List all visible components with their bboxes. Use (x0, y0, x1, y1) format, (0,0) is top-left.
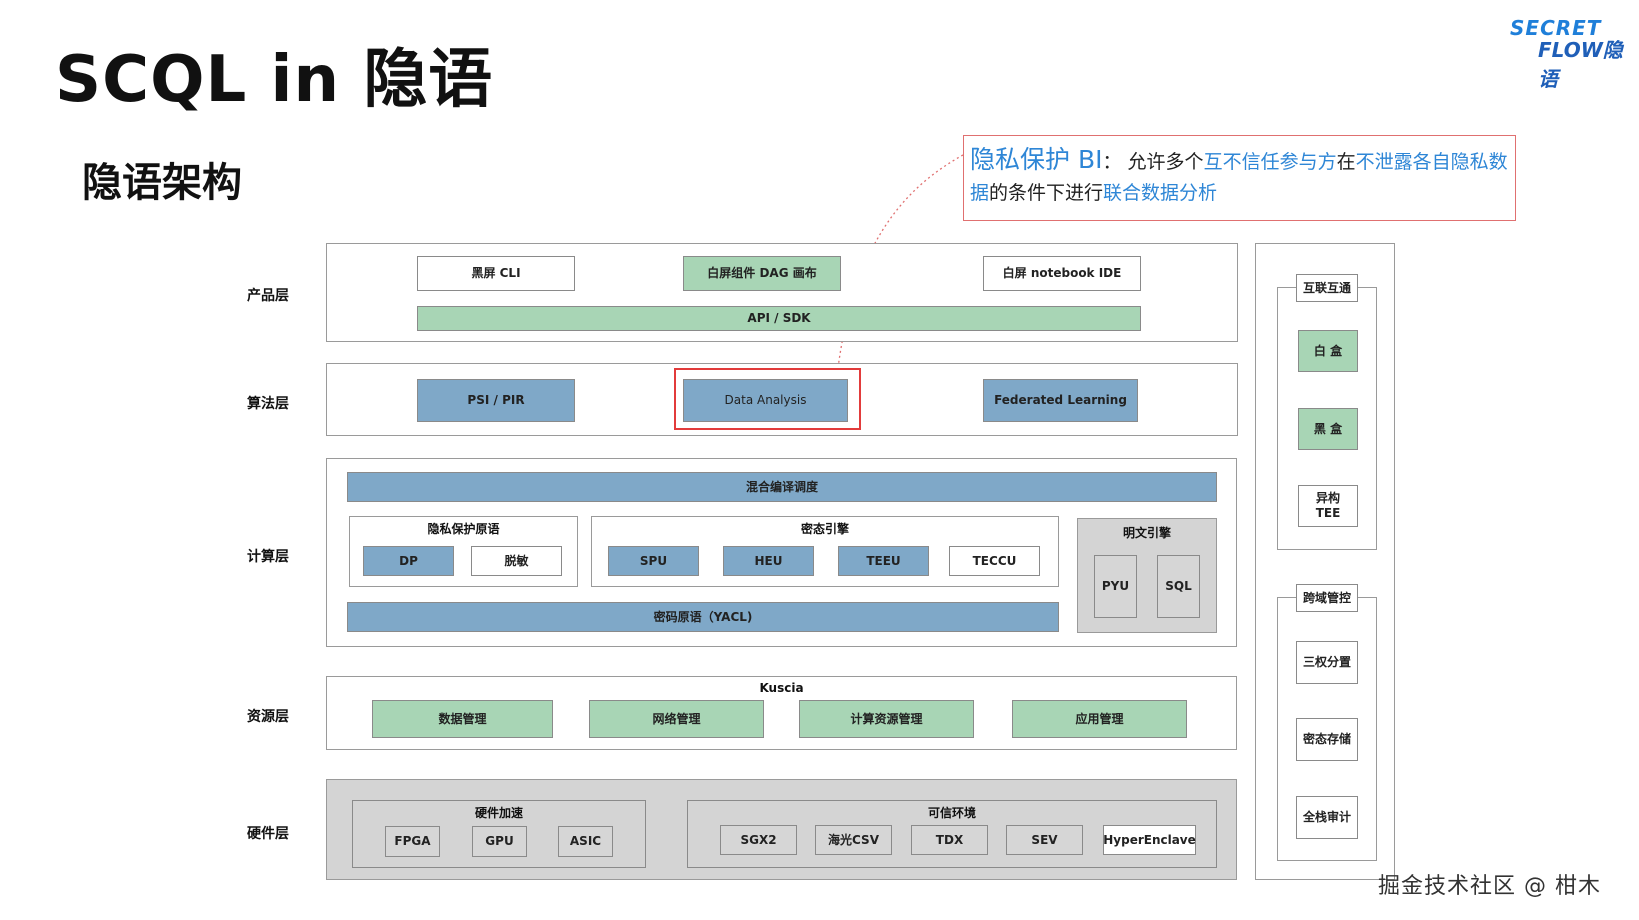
privacy-primitive-title: 隐私保护原语 (427, 522, 500, 536)
callout-highlight-1: 互不信任参与方 (1203, 151, 1337, 173)
page-subtitle: 隐语架构 (82, 160, 242, 206)
full-audit-item: 全栈审计 (1296, 796, 1358, 839)
network-management-box: 网络管理 (589, 700, 764, 738)
callout-text-3: 的条件下进行 (989, 182, 1104, 204)
hetero-tee-item: 异构 TEE (1298, 485, 1358, 527)
mixed-compile-bar: 混合编译调度 (347, 472, 1217, 502)
yacl-bar: 密码原语（YACL) (347, 602, 1059, 632)
dp-box: DP (363, 546, 454, 576)
sgx2-box: SGX2 (720, 825, 797, 855)
sql-box: SQL (1157, 555, 1200, 618)
watermark: 掘金技术社区 @ 柑木 (1378, 874, 1601, 899)
compute-resource-management-box: 计算资源管理 (799, 700, 974, 738)
cipher-engine-group (591, 516, 1059, 587)
layer-label-hardware: 硬件层 (247, 826, 289, 842)
hetero-tee-line1: 异构 (1315, 491, 1340, 505)
layer-label-algorithm: 算法层 (247, 396, 289, 412)
data-management-box: 数据管理 (372, 700, 553, 738)
spu-box: SPU (608, 546, 699, 576)
app-management-box: 应用管理 (1012, 700, 1187, 738)
hyperenclave-box: HyperEnclave (1103, 825, 1196, 855)
hardware-accel-group (352, 800, 646, 868)
callout-highlight-2: 不泄露各自隐私数据 (970, 151, 1508, 204)
white-box-item: 白 盒 (1298, 330, 1358, 372)
secretflow-logo: SECRET FLOW隐语 (1510, 16, 1635, 91)
data-analysis-highlight (674, 368, 861, 430)
layer-label-product: 产品层 (247, 288, 289, 304)
teccu-box: TECCU (949, 546, 1040, 576)
psi-pir-box: PSI / PIR (417, 379, 575, 422)
teeu-box: TEEU (838, 546, 929, 576)
layer-label-compute: 计算层 (247, 549, 289, 565)
interop-title: 互联互通 (1296, 274, 1358, 302)
sev-box: SEV (1006, 825, 1083, 855)
federated-learning-box: Federated Learning (983, 379, 1138, 422)
kuscia-title: Kuscia (759, 681, 804, 695)
heu-box: HEU (723, 546, 814, 576)
gpu-box: GPU (472, 826, 527, 857)
logo-line1: SECRET (1510, 16, 1602, 40)
callout-colon: ： (1102, 151, 1122, 173)
hetero-tee-line2: TEE (1315, 506, 1341, 520)
hygon-csv-box: 海光CSV (815, 825, 892, 855)
crossdomain-title: 跨域管控 (1296, 584, 1358, 612)
privacy-primitive-group (349, 516, 578, 587)
callout-heading: 隐私保护 BI (970, 145, 1103, 174)
desensitize-box: 脱敏 (471, 546, 562, 576)
cipher-engine-title: 密态引擎 (800, 522, 849, 536)
callout-text-1: 允许多个 (1127, 151, 1204, 173)
three-powers-item: 三权分置 (1296, 641, 1358, 684)
logo-line2: FLOW隐语 (1538, 38, 1623, 91)
trusted-env-group (687, 800, 1217, 868)
notebook-ide-box: 白屏 notebook IDE (983, 256, 1141, 291)
tdx-box: TDX (911, 825, 988, 855)
api-sdk-bar: API / SDK (417, 306, 1141, 331)
fpga-box: FPGA (385, 826, 440, 857)
pyu-box: PYU (1094, 555, 1137, 618)
cli-box: 黑屏 CLI (417, 256, 575, 291)
plaintext-engine-title: 明文引擎 (1122, 526, 1171, 540)
asic-box: ASIC (558, 826, 613, 857)
hardware-accel-title: 硬件加速 (474, 806, 523, 820)
cipher-storage-item: 密态存储 (1296, 718, 1358, 761)
black-box-item: 黑 盒 (1298, 408, 1358, 450)
layer-label-resource: 资源层 (247, 709, 289, 725)
page-title: SCQL in 隐语 (55, 43, 494, 117)
data-analysis-box: Data Analysis (683, 379, 848, 422)
dag-canvas-box: 白屏组件 DAG 画布 (683, 256, 841, 291)
callout-highlight-3: 联合数据分析 (1103, 182, 1218, 204)
trusted-env-title: 可信环境 (927, 806, 976, 820)
bi-callout: 隐私保护 BI： 允许多个互不信任参与方在不泄露各自隐私数据的条件下进行联合数据… (963, 135, 1516, 221)
callout-text-2: 在 (1336, 151, 1356, 173)
